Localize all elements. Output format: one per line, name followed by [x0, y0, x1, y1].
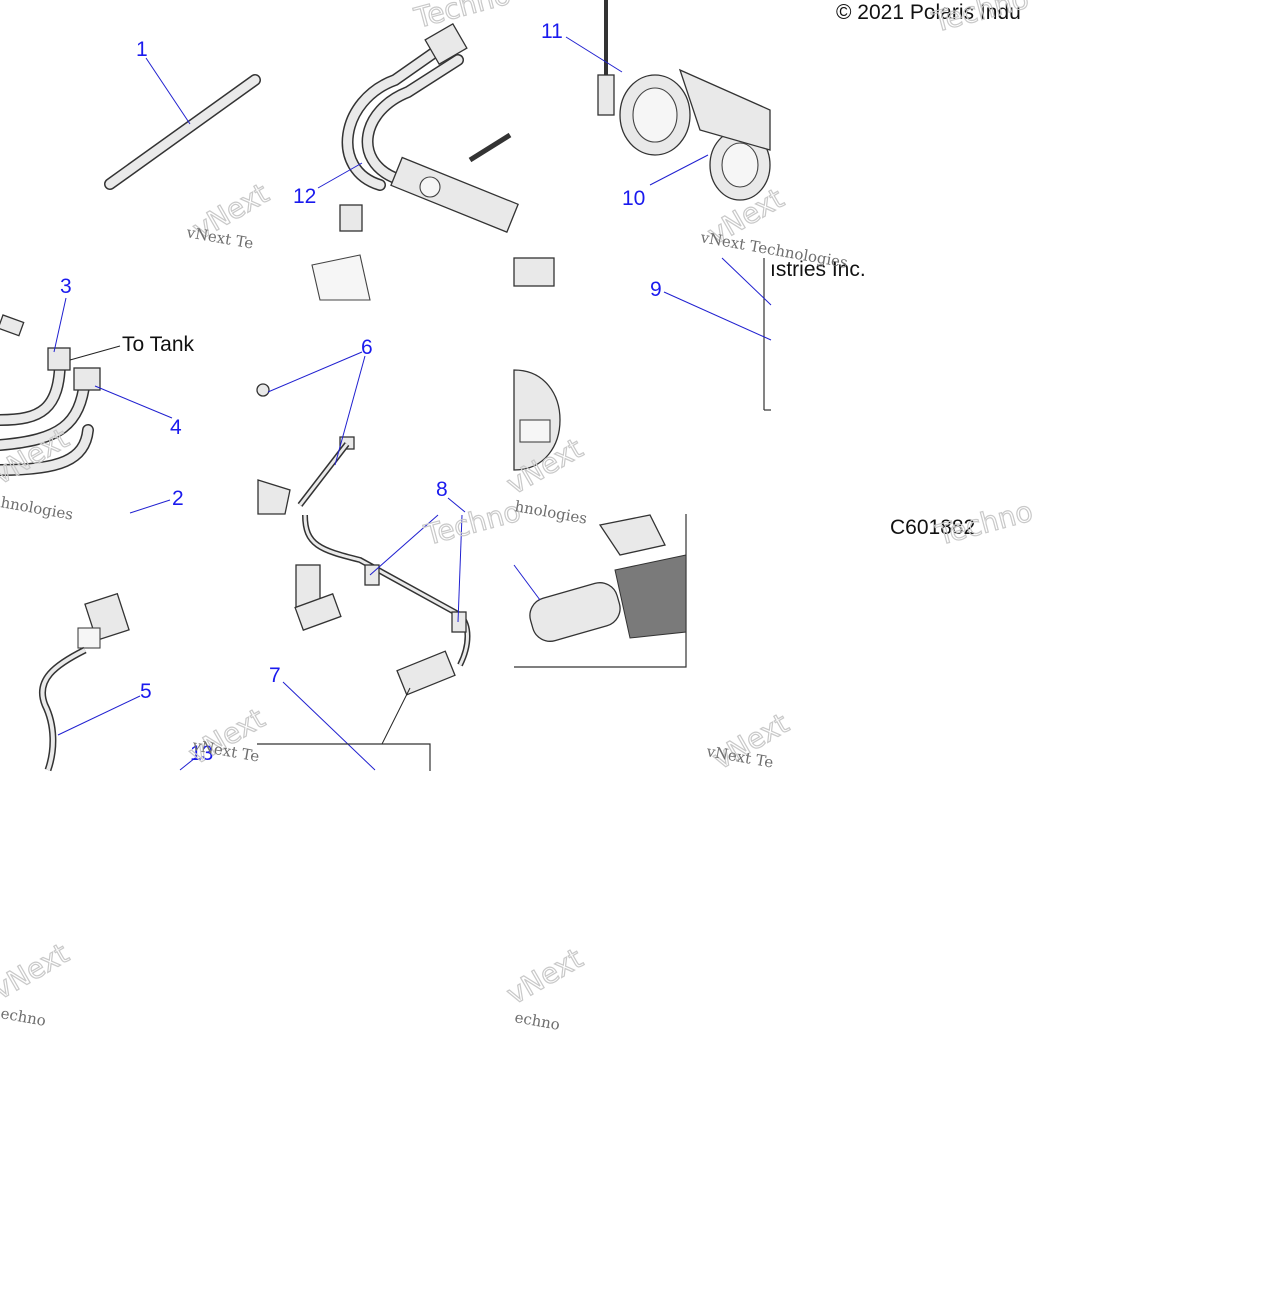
- leader-11: [565, 36, 623, 73]
- part-sensor: [339, 204, 363, 232]
- leader-2: [129, 499, 171, 514]
- part-rail-boss: [419, 176, 441, 198]
- tile-bolts: 6: [256, 336, 373, 515]
- callout-8: 8: [436, 478, 448, 501]
- part-2-hose-c-inner: [0, 425, 93, 475]
- tile-fuel-injectors: 8 7: [257, 478, 471, 771]
- part-injector-detail-body: [529, 582, 621, 642]
- part-bracket-fragment: [513, 257, 555, 287]
- part-2-hose-a-inner: [0, 355, 65, 425]
- callout-5: 5: [140, 680, 152, 703]
- part-6-washer: [256, 383, 270, 397]
- part-injector-3: [396, 650, 456, 696]
- tile-hose-assembly: 3 To Tank 4 2: [0, 275, 194, 514]
- part-5-harness-inner: [40, 648, 86, 771]
- part-injector-2: [294, 593, 342, 631]
- watermark-big-4: Techno: [932, 495, 1036, 552]
- part-11-sensor: [597, 74, 615, 116]
- leader-3: [53, 297, 67, 353]
- tile-sensor-harness: 5 13: [38, 592, 213, 772]
- watermark-small-7: echno: [0, 1004, 47, 1030]
- copyright-text-continued: ıstries Inc.: [770, 258, 866, 281]
- leader-7-detail: [381, 687, 411, 745]
- part-6-bolt-shank-inner: [298, 443, 349, 506]
- part-1-fuel-line-inner: [105, 75, 260, 189]
- part-10-body: [678, 68, 771, 151]
- part-12-hose-b: [361, 54, 464, 184]
- part-housing-fragment: [257, 479, 291, 515]
- callout-12: 12: [293, 185, 316, 208]
- part-pin: [468, 132, 512, 163]
- part-10-throttle-inner: [632, 87, 678, 143]
- leader-5: [57, 695, 141, 736]
- watermark-big-3: Techno: [420, 495, 524, 552]
- part-injector-detail-shadow: [614, 554, 687, 639]
- tile-fuel-line-rod: 1: [104, 38, 261, 190]
- part-8-clip-b: [451, 611, 467, 633]
- part-12-fitting: [424, 22, 468, 66]
- leader-9b: [721, 257, 772, 306]
- part-12-hose-a-inner: [343, 40, 450, 190]
- callout-2: 2: [172, 487, 184, 510]
- watermark-big-11: vNext: [0, 937, 74, 1006]
- leader-8c: [457, 514, 463, 623]
- watermark-big-1: Techno: [410, 0, 514, 35]
- leader-to-tank: [69, 345, 121, 361]
- callout-6: 6: [361, 336, 373, 359]
- callout-10: 10: [622, 187, 645, 210]
- part-5-sensor-boot: [77, 627, 101, 649]
- part-injector-detail-top: [598, 514, 666, 556]
- watermark-big-7: vNext: [0, 422, 74, 491]
- part-rail-body: [390, 156, 519, 233]
- watermark-small-8: echno: [513, 1008, 561, 1034]
- part-8-clip-a: [364, 564, 380, 586]
- callout-11: 11: [541, 20, 563, 43]
- leader-8a: [369, 514, 439, 576]
- tile-fuel-rail: 12: [293, 22, 519, 301]
- part-bracket: [311, 254, 371, 301]
- callout-7: 7: [269, 664, 281, 687]
- part-injector-hose-inner: [303, 514, 469, 666]
- tile-injector-detail: [513, 514, 687, 668]
- part-injector-1: [295, 564, 321, 608]
- part-4-connector: [73, 367, 101, 391]
- copyright-text: © 2021 Polaris Indu: [836, 1, 1021, 24]
- tile-throttle-body: 11 10: [541, 0, 771, 210]
- callout-1: 1: [136, 38, 148, 61]
- leader-9: [663, 291, 772, 341]
- leader-injector-detail: [513, 564, 541, 601]
- watermark-big-12: vNext: [501, 942, 588, 1011]
- leader-1: [145, 57, 191, 125]
- leader-13: [179, 757, 196, 771]
- part-12-hose-a: [341, 39, 451, 191]
- drawing-number: C601882: [890, 516, 975, 539]
- watermark-small-3: hnologies: [0, 493, 74, 523]
- tile-throttle-side: 9: [513, 257, 772, 471]
- part-10-throttle-inner-2: [721, 142, 759, 188]
- part-clip: [0, 314, 25, 337]
- callout-9: 9: [650, 278, 662, 301]
- leader-12: [317, 162, 363, 189]
- part-3-connector: [47, 347, 71, 371]
- leader-10: [649, 154, 709, 186]
- part-throttle-port: [519, 419, 551, 443]
- callout-13: 13: [190, 742, 213, 765]
- part-2-hose-b-inner: [0, 375, 90, 450]
- part-12-hose-b-inner: [363, 55, 463, 183]
- to-tank-label: To Tank: [122, 333, 194, 356]
- watermark-small-4: hnologies: [513, 497, 588, 527]
- detail-frame-7: [257, 743, 431, 771]
- leader-6a: [267, 351, 363, 393]
- leader-8b: [447, 497, 466, 513]
- callout-3: 3: [60, 275, 72, 298]
- leader-6b: [334, 355, 366, 466]
- leader-7: [282, 681, 376, 771]
- callout-4: 4: [170, 416, 182, 439]
- leader-4: [94, 385, 173, 419]
